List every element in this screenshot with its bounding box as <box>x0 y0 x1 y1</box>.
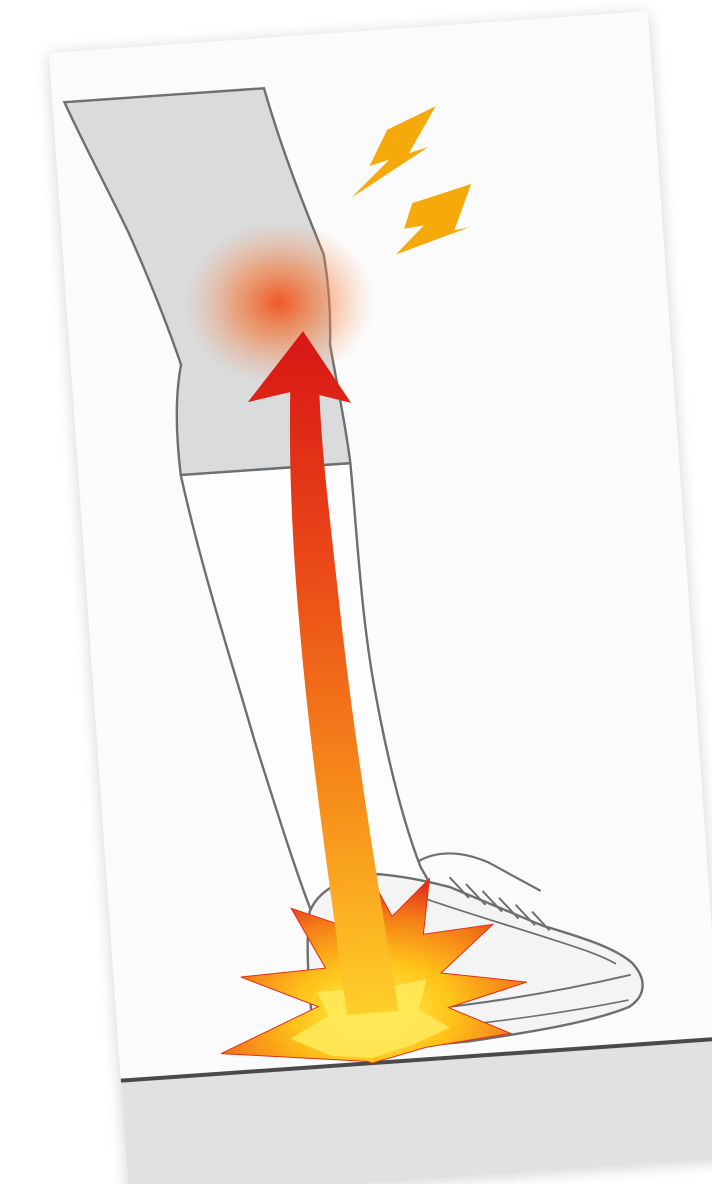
leg-impact-illustration <box>0 0 712 1184</box>
illustration-stage <box>0 0 712 1184</box>
